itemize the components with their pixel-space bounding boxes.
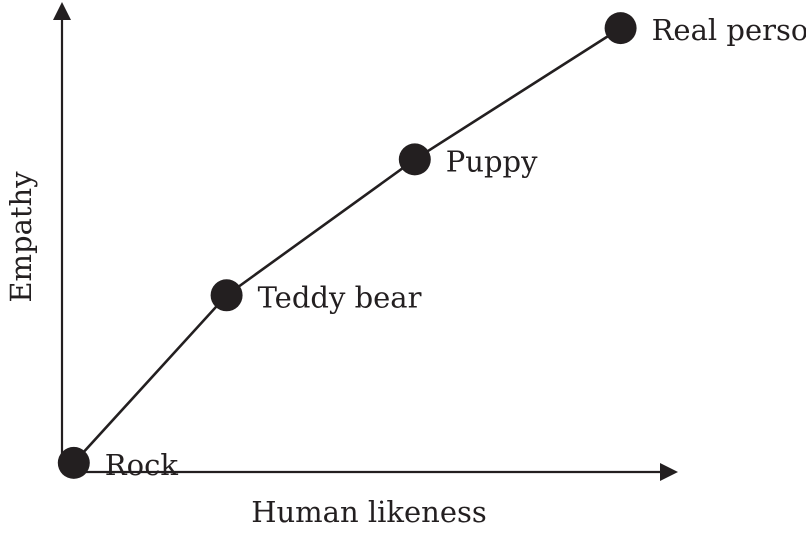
x-axis-arrow-icon [660, 463, 678, 481]
data-point [210, 279, 243, 312]
y-axis-label: Empathy [4, 171, 38, 303]
series-line [72, 27, 622, 464]
point-label: Rock [105, 448, 179, 482]
data-point [57, 446, 90, 479]
y-axis-arrow-icon [53, 2, 71, 20]
point-labels: Rock Teddy bear Puppy Real person [105, 13, 806, 482]
x-axis-label: Human likeness [251, 495, 487, 529]
point-label: Teddy bear [258, 280, 422, 314]
point-label: Puppy [446, 144, 538, 178]
data-point [604, 12, 637, 45]
data-points [57, 12, 637, 479]
point-label: Real person [652, 13, 806, 47]
data-point [398, 143, 431, 176]
axes [53, 2, 678, 481]
